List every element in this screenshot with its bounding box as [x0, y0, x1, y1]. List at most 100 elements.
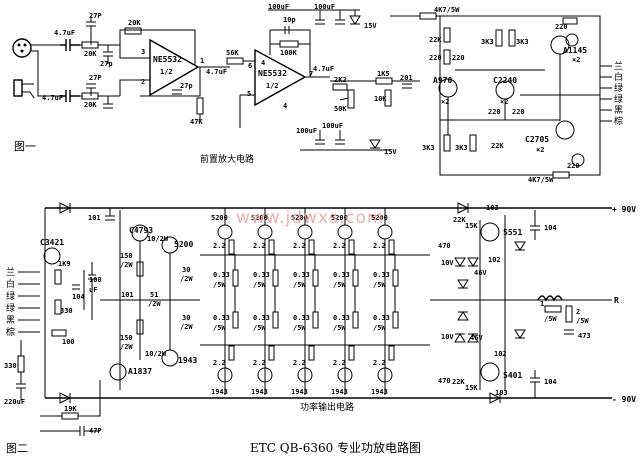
resistor-label: 19K [64, 405, 77, 413]
resistor-label: 22K [453, 216, 466, 224]
resistor-3k3 [508, 29, 516, 47]
resistor-label: 3K3 [516, 38, 529, 46]
zener-icon [467, 333, 479, 343]
opamp-ne5532-1 [149, 38, 200, 97]
transistor-label: 1943 [178, 356, 197, 365]
resistor-label: 10/2W [147, 235, 169, 243]
resistor [352, 311, 359, 329]
resistor-label: /2W [148, 300, 161, 308]
resistor-330 [54, 299, 62, 315]
xlr-connector-icon [12, 38, 32, 58]
output-transistor-array: 52002.20.33/5W0.33/5W2.2194352002.20.33/… [200, 208, 430, 396]
terminal-label: 棕 [614, 115, 623, 127]
cap-label: 201 [400, 74, 413, 82]
cap-label: 104 [544, 378, 557, 386]
resistor [228, 345, 235, 361]
resistor-label: 22K [452, 378, 465, 386]
cap-label: 4.7uF [42, 94, 63, 102]
resistor-19k [61, 412, 79, 420]
cap-label: 27P [89, 12, 102, 20]
array-wire [304, 208, 316, 395]
resistor-label: /5W [544, 315, 557, 323]
resistor-label: /5W [293, 281, 306, 289]
transistor-label: 5200 [371, 214, 388, 222]
cap-101 [105, 208, 115, 221]
section-caption: 前置放大电路 [200, 153, 254, 165]
transistor-label: 1943 [211, 388, 228, 396]
transistor [571, 153, 585, 167]
transistor-label: 1943 [371, 388, 388, 396]
resistor-label: 2.2 [213, 359, 226, 367]
resistor [443, 134, 451, 152]
resistor-2-5w [565, 305, 573, 323]
cap-label: 4.7uF [206, 68, 227, 76]
resistor-label: 101 [121, 291, 134, 299]
transistor-label: ×2 [441, 98, 449, 106]
transistor-label: 5401 [503, 371, 522, 380]
opamp-label: NE5532 [153, 55, 182, 64]
resistor-1-5w [544, 305, 562, 313]
input-capacitor-bottom [60, 90, 80, 102]
output-terminal-label: R [614, 296, 619, 305]
resistor-100 [51, 329, 67, 337]
cap-label: 100uF [322, 122, 343, 130]
opamp1-fb-wire [140, 67, 201, 97]
resistor [308, 239, 315, 255]
rail-label: + 90V [612, 205, 636, 214]
wire [269, 29, 311, 77]
resistor-label: 220 [452, 54, 465, 62]
zener-15v-icon [349, 15, 361, 25]
cap-27p-op [172, 89, 182, 95]
resistor-label: 0.33 [213, 271, 230, 279]
diode-icon [457, 202, 470, 214]
cap-label: 102 [488, 256, 501, 264]
resistor [312, 269, 319, 287]
figure-label: 图一 [14, 140, 36, 153]
transistor-label: C4793 [129, 226, 153, 235]
opamp-input-wire [119, 45, 150, 96]
resistor-label: 56K [226, 49, 239, 57]
zener-label: 46V [470, 334, 483, 342]
transistor-c2705 [555, 120, 575, 140]
cap-27p-gnd [103, 45, 113, 64]
preamp-output-terminals: 兰 白 绿 绿 黑 棕 [600, 60, 623, 127]
resistor-330 [17, 355, 25, 373]
cap-104 [530, 370, 540, 398]
array-wire [384, 208, 396, 395]
terminal-label: 黑 [614, 105, 623, 116]
transistor-label: A1837 [128, 367, 152, 376]
resistor-label: /5W [253, 281, 266, 289]
transistor-5401 [480, 362, 500, 382]
resistor-label: 3K3 [455, 144, 468, 152]
cap-label: 27p [180, 82, 193, 90]
resistor-label: 0.33 [373, 314, 390, 322]
zener-label: 15V [364, 22, 377, 30]
output-inductor-icon [537, 295, 563, 302]
resistor-label: /2W [120, 261, 133, 269]
footer-title: ETC QB-6360 专业功放电路图 [250, 440, 421, 455]
zener-icon [467, 257, 479, 267]
resistor-label: 0.33 [293, 314, 310, 322]
resistor [272, 311, 279, 329]
resistor-label: 2.2 [373, 359, 386, 367]
zener-icon [454, 257, 466, 267]
resistor-label: 50K [334, 105, 347, 113]
resistor-label: 2 [576, 308, 580, 316]
transistor-label: ×2 [536, 146, 544, 154]
zener-label: 15V [384, 148, 397, 156]
transistor-label: 5200 [174, 240, 193, 249]
resistor [352, 269, 359, 287]
pin-label: 4 [261, 59, 265, 67]
resistor-label: 100 [62, 338, 75, 346]
resistor-label: 20K [84, 101, 97, 109]
transistor-label: 5200 [331, 214, 348, 222]
resistor-label: 470 [438, 242, 451, 250]
cap-label: 100uF [296, 127, 317, 135]
cap-label: 101 [88, 214, 101, 222]
cap-47p [79, 426, 85, 436]
cap-label: 102 [494, 350, 507, 358]
resistor-label: 2.2 [373, 242, 386, 250]
resistor [348, 345, 355, 361]
terminal-label: 绿 [6, 302, 15, 314]
